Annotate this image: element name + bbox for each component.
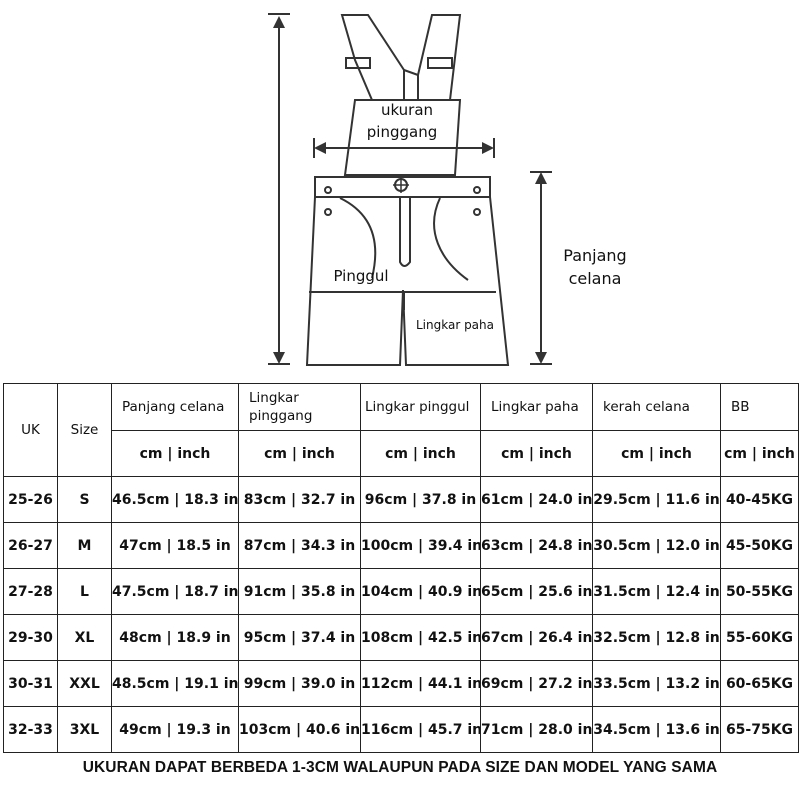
cell-waist: 99cm | 39.0 in [238,660,361,707]
size-disclaimer: UKURAN DAPAT BERBEDA 1-3CM WALAUPUN PADA… [82,759,718,776]
cell-uk: 30-31 [3,660,58,707]
cell-length: 49cm | 19.3 in [111,706,239,753]
waist-label-line1: ukuran [381,101,433,119]
header-hip: Lingkar pinggul [360,383,481,431]
hip-label: Pinggul [333,267,388,285]
table-row: 30-31 XXL 48.5cm | 19.1 in 99cm | 39.0 i… [3,660,799,707]
table-row: 26-27 M 47cm | 18.5 in 87cm | 34.3 in 10… [3,522,799,569]
right-pocket [433,197,469,281]
unit-row: cm | inch cm | inch cm | inch cm | inch … [4,430,799,477]
header-length: Panjang celana [111,383,239,431]
cell-thigh: 61cm | 24.0 in [480,476,593,523]
thigh-label: Lingkar paha [416,318,494,332]
header-waist: Lingkar pinggang [238,383,361,431]
cell-size: XL [57,614,112,661]
cell-hip: 104cm | 40.9 in [360,568,481,615]
unit-thigh: cm | inch [480,430,593,477]
header-bb: BB [720,383,799,431]
cell-thigh: 63cm | 24.8 in [480,522,593,569]
table-row: 32-33 3XL 49cm | 19.3 in 103cm | 40.6 in… [3,706,799,753]
header-row: UK Size Panjang celana Lingkar pinggang … [3,383,799,477]
cell-hip: 108cm | 42.5 in [360,614,481,661]
bib [343,99,462,176]
table-row: 29-30 XL 48cm | 18.9 in 95cm | 37.4 in 1… [3,614,799,661]
cell-hip: 100cm | 39.4 in [360,522,481,569]
cell-length: 47.5cm | 18.7 in [111,568,239,615]
cell-bb: 40-45KG [720,476,799,523]
cell-waist: 87cm | 34.3 in [238,522,361,569]
left-buckle [345,57,371,69]
cell-waist: 91cm | 35.8 in [238,568,361,615]
unit-hip: cm | inch [360,430,481,477]
left-pocket [339,197,377,279]
table-row: 27-28 L 47.5cm | 18.7 in 91cm | 35.8 in … [3,568,799,615]
waist-label-line2: pinggang [367,123,437,141]
length-label-line2: celana [569,269,622,288]
cell-size: M [57,522,112,569]
cell-rise: 34.5cm | 13.6 in [592,706,721,753]
cell-size: 3XL [57,706,112,753]
cell-uk: 26-27 [3,522,58,569]
cell-uk: 27-28 [3,568,58,615]
header-uk: UK [3,383,58,477]
waistband [314,176,491,198]
cell-hip: 116cm | 45.7 in [360,706,481,753]
header-thigh: Lingkar paha [480,383,593,431]
cell-rise: 33.5cm | 13.2 in [592,660,721,707]
table-row: 25-26 S 46.5cm | 18.3 in 83cm | 32.7 in … [3,476,799,523]
cell-hip: 96cm | 37.8 in [360,476,481,523]
cell-rise: 30.5cm | 12.0 in [592,522,721,569]
cell-bb: 45-50KG [720,522,799,569]
right-buckle [427,57,453,69]
cell-uk: 32-33 [3,706,58,753]
measure-lines [268,13,552,365]
length-label-line1: Panjang [563,246,626,265]
cell-size: S [57,476,112,523]
fly [399,197,411,267]
unit-rise: cm | inch [592,430,721,477]
cell-length: 46.5cm | 18.3 in [111,476,239,523]
unit-bb: cm | inch [720,430,799,477]
cell-waist: 95cm | 37.4 in [238,614,361,661]
diagram-labels: ukuran pinggang Panjang celana Pinggul L… [333,101,626,332]
cell-thigh: 65cm | 25.6 in [480,568,593,615]
cell-rise: 29.5cm | 11.6 in [592,476,721,523]
cell-length: 47cm | 18.5 in [111,522,239,569]
cell-rise: 31.5cm | 12.4 in [592,568,721,615]
cell-bb: 65-75KG [720,706,799,753]
cell-bb: 60-65KG [720,660,799,707]
cell-thigh: 71cm | 28.0 in [480,706,593,753]
cell-rise: 32.5cm | 12.8 in [592,614,721,661]
cell-waist: 103cm | 40.6 in [238,706,361,753]
cell-waist: 83cm | 32.7 in [238,476,361,523]
unit-waist: cm | inch [238,430,361,477]
cell-uk: 25-26 [3,476,58,523]
cell-hip: 112cm | 44.1 in [360,660,481,707]
header-size: Size [57,383,112,477]
cell-length: 48.5cm | 19.1 in [111,660,239,707]
header-rise: kerah celana [592,383,721,431]
cell-bb: 50-55KG [720,568,799,615]
cell-length: 48cm | 18.9 in [111,614,239,661]
cell-thigh: 69cm | 27.2 in [480,660,593,707]
shorts-body [305,196,510,366]
unit-length: cm | inch [111,430,239,477]
cell-thigh: 67cm | 26.4 in [480,614,593,661]
cell-size: XXL [57,660,112,707]
cell-size: L [57,568,112,615]
size-table: UK Size Panjang celana Lingkar pinggang … [3,383,799,753]
cell-uk: 29-30 [3,614,58,661]
cell-bb: 55-60KG [720,614,799,661]
overalls-drawing [305,14,510,366]
overalls-size-diagram: ukuran pinggang Panjang celana Pinggul L… [268,13,627,366]
